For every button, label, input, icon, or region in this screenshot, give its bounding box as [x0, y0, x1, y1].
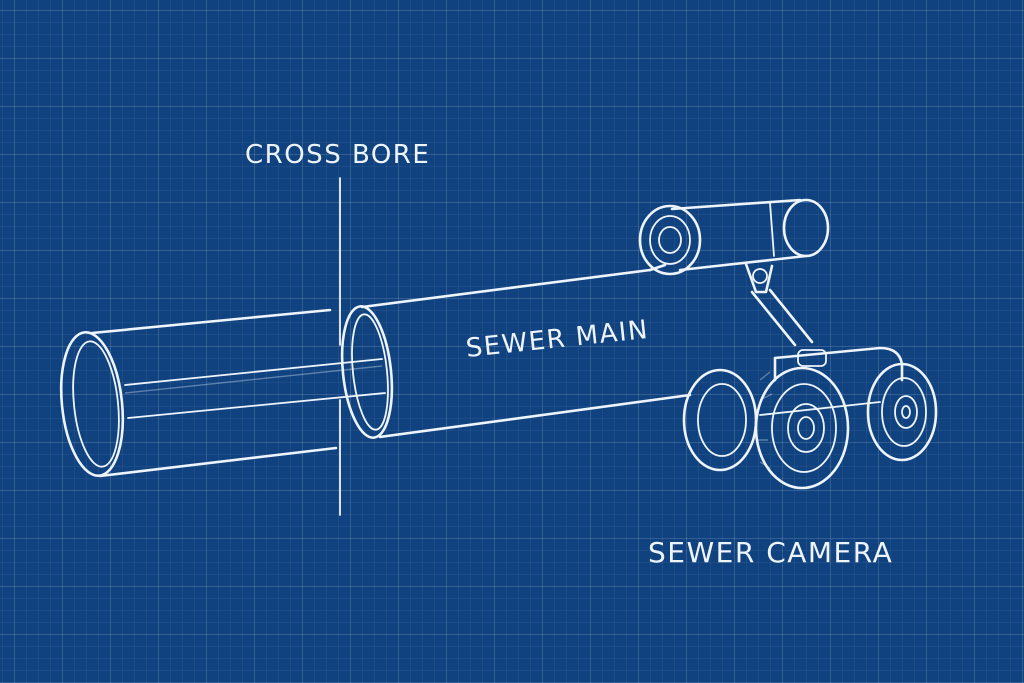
sewer-main-pipe [340, 263, 692, 439]
sewer-camera-crawler-icon [638, 198, 938, 490]
cross-bore-pipe [59, 308, 386, 478]
cross-bore-label: CROSS BORE [245, 140, 431, 170]
sewer-camera-label: SEWER CAMERA [648, 536, 894, 569]
